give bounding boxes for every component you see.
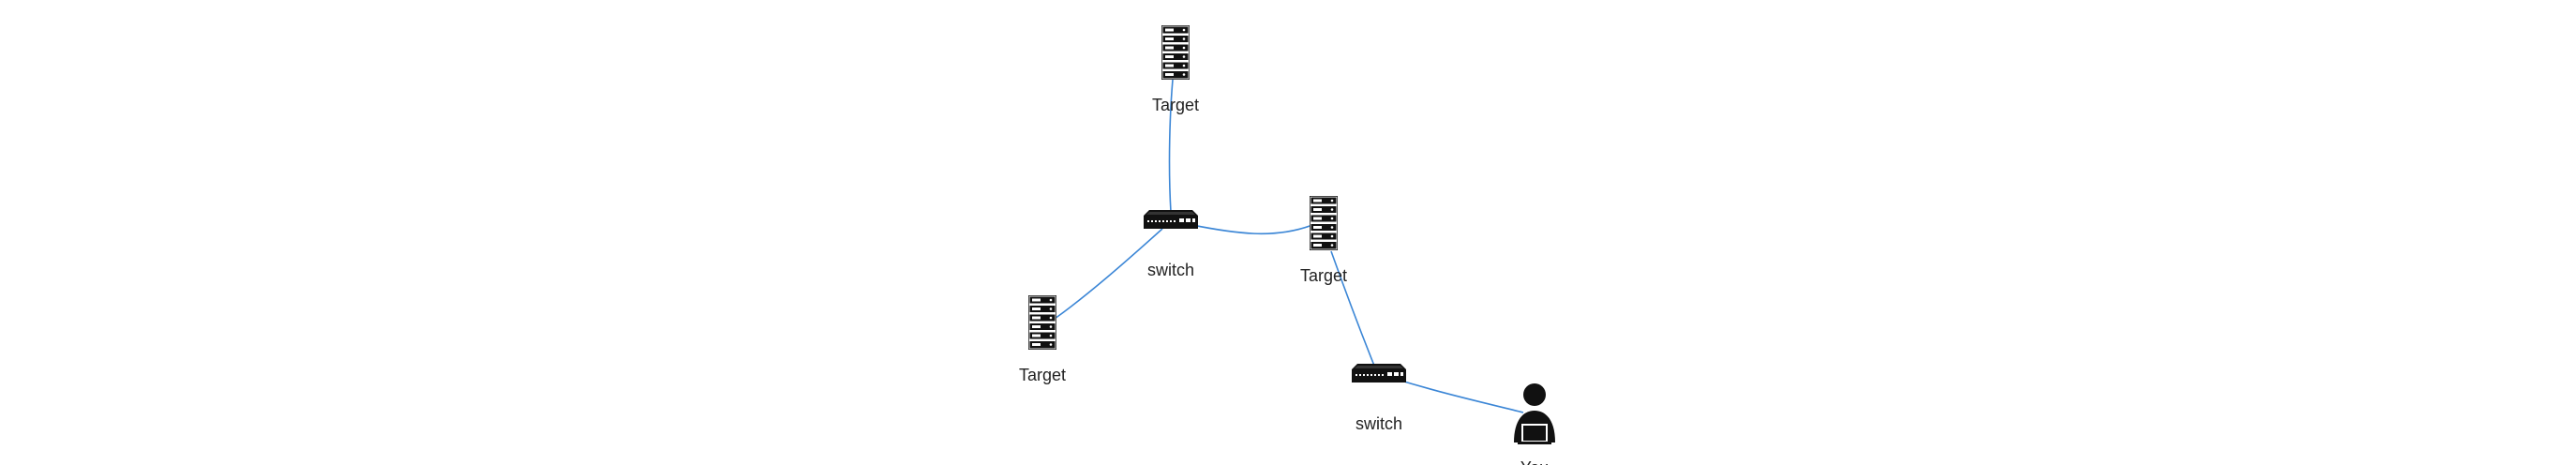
edge-target-2-to-switch-2 xyxy=(1330,250,1375,367)
node-switch-2[interactable]: switch xyxy=(1352,364,1406,433)
node-label-switch-2: switch xyxy=(1355,414,1402,433)
node-target-2[interactable]: Target xyxy=(1300,196,1347,285)
edge-switch-2-to-you xyxy=(1394,378,1524,413)
node-target-1[interactable]: Target xyxy=(1152,25,1199,114)
server-icon xyxy=(1310,196,1338,250)
edge-target-1-to-switch-1 xyxy=(1168,79,1174,213)
user-laptop-icon xyxy=(1514,383,1555,444)
nodes-layer: TargetswitchTargetTargetswitchYou xyxy=(1019,25,1555,465)
server-icon xyxy=(1028,295,1056,350)
node-switch-1[interactable]: switch xyxy=(1144,210,1198,279)
edge-switch-1-to-target-3 xyxy=(1054,228,1163,320)
edges-layer xyxy=(1054,79,1524,413)
node-you[interactable]: You xyxy=(1514,383,1555,465)
node-label-target-3: Target xyxy=(1019,366,1066,384)
node-label-target-2: Target xyxy=(1300,266,1347,285)
edge-switch-1-to-target-2 xyxy=(1182,222,1313,235)
node-label-you: You xyxy=(1520,458,1549,465)
server-icon xyxy=(1161,25,1190,80)
switch-icon xyxy=(1144,210,1198,229)
node-label-target-1: Target xyxy=(1152,96,1199,114)
node-target-3[interactable]: Target xyxy=(1019,295,1066,384)
switch-icon xyxy=(1352,364,1406,382)
node-label-switch-1: switch xyxy=(1147,261,1194,279)
